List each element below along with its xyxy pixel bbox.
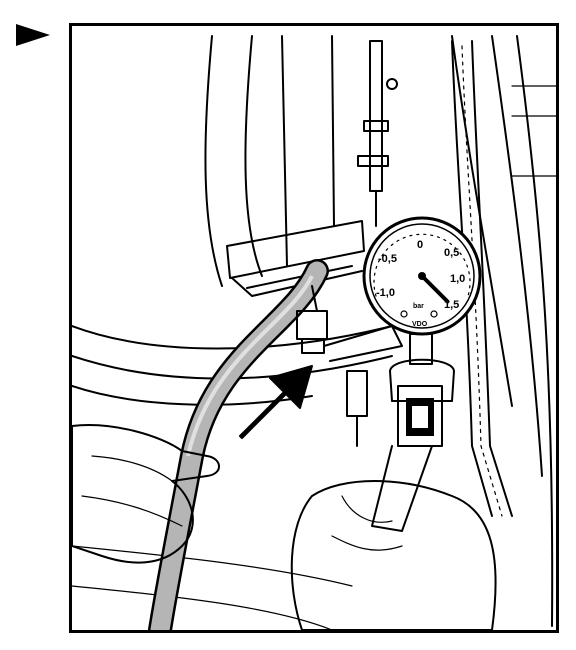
illustration-frame: -1,0 -0,5 0 0,5 1,0 1,5 bar VDO	[69, 23, 559, 633]
connector-fitting	[296, 285, 403, 447]
gauge-label-zero: 0	[417, 239, 423, 251]
gauge-unit: bar	[413, 303, 424, 310]
gauge-coupling	[371, 333, 455, 532]
gauge-label-1: 1,0	[450, 273, 465, 285]
hand-icon	[290, 480, 497, 630]
gauge-label-minus-05: -0,5	[378, 253, 397, 265]
gauge-needle	[420, 274, 450, 304]
arrow-up-right-icon	[239, 365, 313, 439]
hose-icon	[148, 259, 329, 630]
gauge-brand: VDO	[412, 321, 428, 328]
engine-bay-lines	[72, 35, 556, 630]
technical-illustration: -1,0 -0,5 0 0,5 1,0 1,5 bar VDO	[72, 35, 556, 630]
gauge-label-minus-1: -1,0	[376, 287, 395, 299]
rod-assembly	[357, 40, 398, 227]
gauge-label-05: 0,5	[444, 247, 459, 259]
pressure-gauge: -1,0 -0,5 0 0,5 1,0 1,5 bar VDO	[362, 216, 482, 336]
left-hand	[72, 424, 220, 564]
triangle-right-icon	[16, 24, 50, 46]
